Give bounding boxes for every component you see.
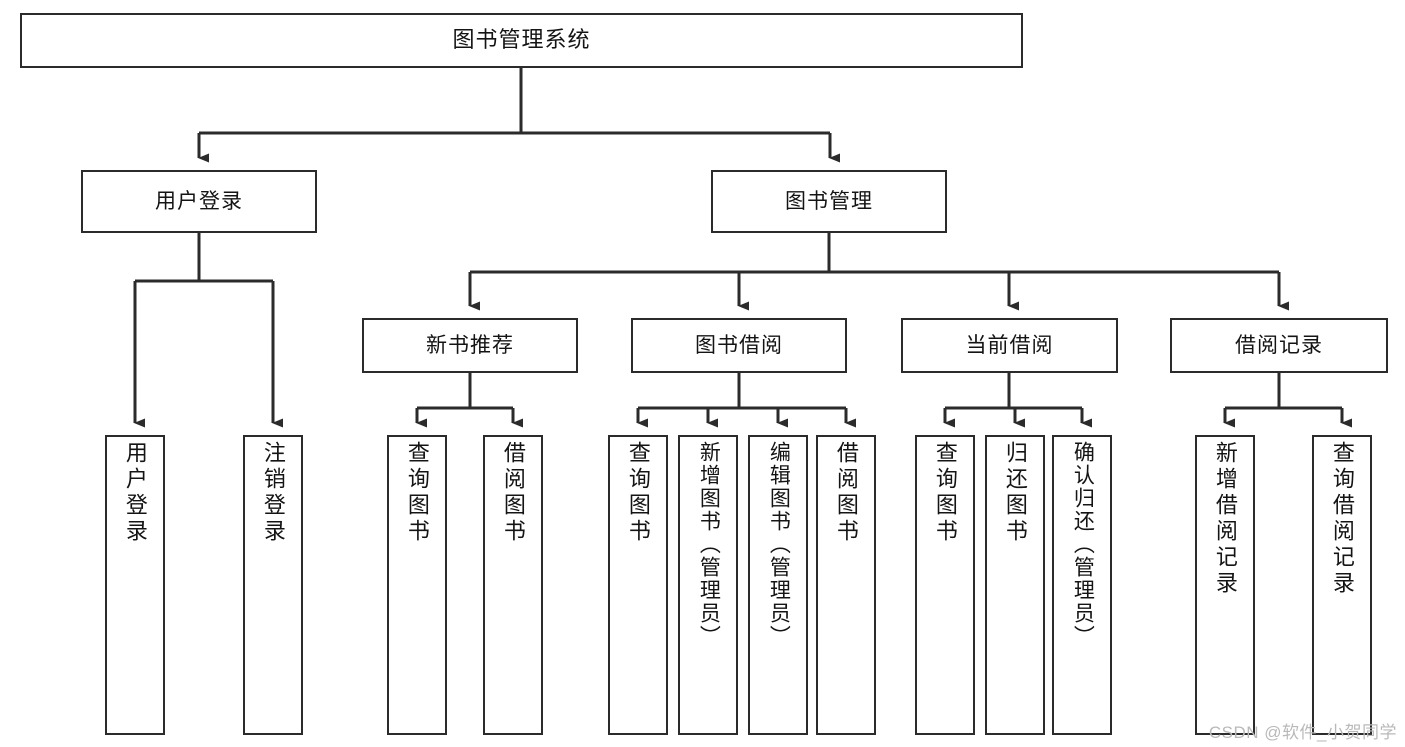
node-leaf-query-book-cur[interactable]: 查询图书 [915,435,975,735]
node-leaf-add-borrow-record[interactable]: 新增借阅记录 [1195,435,1255,735]
node-label: 图书借阅 [695,333,783,357]
node-leaf-return-book[interactable]: 归还图书 [985,435,1045,735]
node-label: 当前借阅 [965,333,1054,357]
node-label: 确认归还（管理员） [1071,441,1095,648]
node-label: 借阅图书 [500,441,526,545]
node-label: 查询借阅记录 [1329,441,1355,597]
node-user-login[interactable]: 用户登录 [81,170,317,233]
node-label: 图书管理系统 [452,27,591,53]
node-label: 新书推荐 [426,333,514,357]
node-new-book-recommend[interactable]: 新书推荐 [362,318,578,373]
node-leaf-query-borrow-record[interactable]: 查询借阅记录 [1312,435,1372,735]
watermark-text: CSDN @软件_小贺同学 [1208,723,1397,742]
node-label: 用户登录 [155,189,243,213]
node-borrow-record[interactable]: 借阅记录 [1170,318,1388,373]
node-leaf-user-logout[interactable]: 注销登录 [243,435,303,735]
node-book-manage[interactable]: 图书管理 [711,170,947,233]
node-current-borrow[interactable]: 当前借阅 [901,318,1118,373]
node-leaf-confirm-return-admin[interactable]: 确认归还（管理员） [1052,435,1112,735]
node-label: 注销登录 [260,441,286,545]
node-book-borrow[interactable]: 图书借阅 [631,318,847,373]
node-root[interactable]: 图书管理系统 [20,13,1023,68]
node-label: 新增借阅记录 [1212,441,1238,597]
node-leaf-query-book-rec[interactable]: 查询图书 [387,435,447,735]
node-leaf-edit-book-admin[interactable]: 编辑图书（管理员） [748,435,808,735]
node-label: 借阅图书 [833,441,859,545]
node-label: 查询图书 [932,441,958,545]
node-label: 图书管理 [785,189,873,213]
node-label: 查询图书 [625,441,651,545]
node-leaf-user-login[interactable]: 用户登录 [105,435,165,735]
node-leaf-query-book-borrow[interactable]: 查询图书 [608,435,668,735]
node-leaf-borrow-book-rec[interactable]: 借阅图书 [483,435,543,735]
node-label: 借阅记录 [1235,333,1323,357]
node-label: 查询图书 [404,441,430,545]
node-label: 归还图书 [1002,441,1028,545]
node-label: 用户登录 [122,441,148,545]
node-leaf-borrow-book[interactable]: 借阅图书 [816,435,876,735]
node-leaf-add-book-admin[interactable]: 新增图书（管理员） [678,435,738,735]
node-label: 新增图书（管理员） [697,441,721,648]
node-label: 编辑图书（管理员） [767,441,791,648]
